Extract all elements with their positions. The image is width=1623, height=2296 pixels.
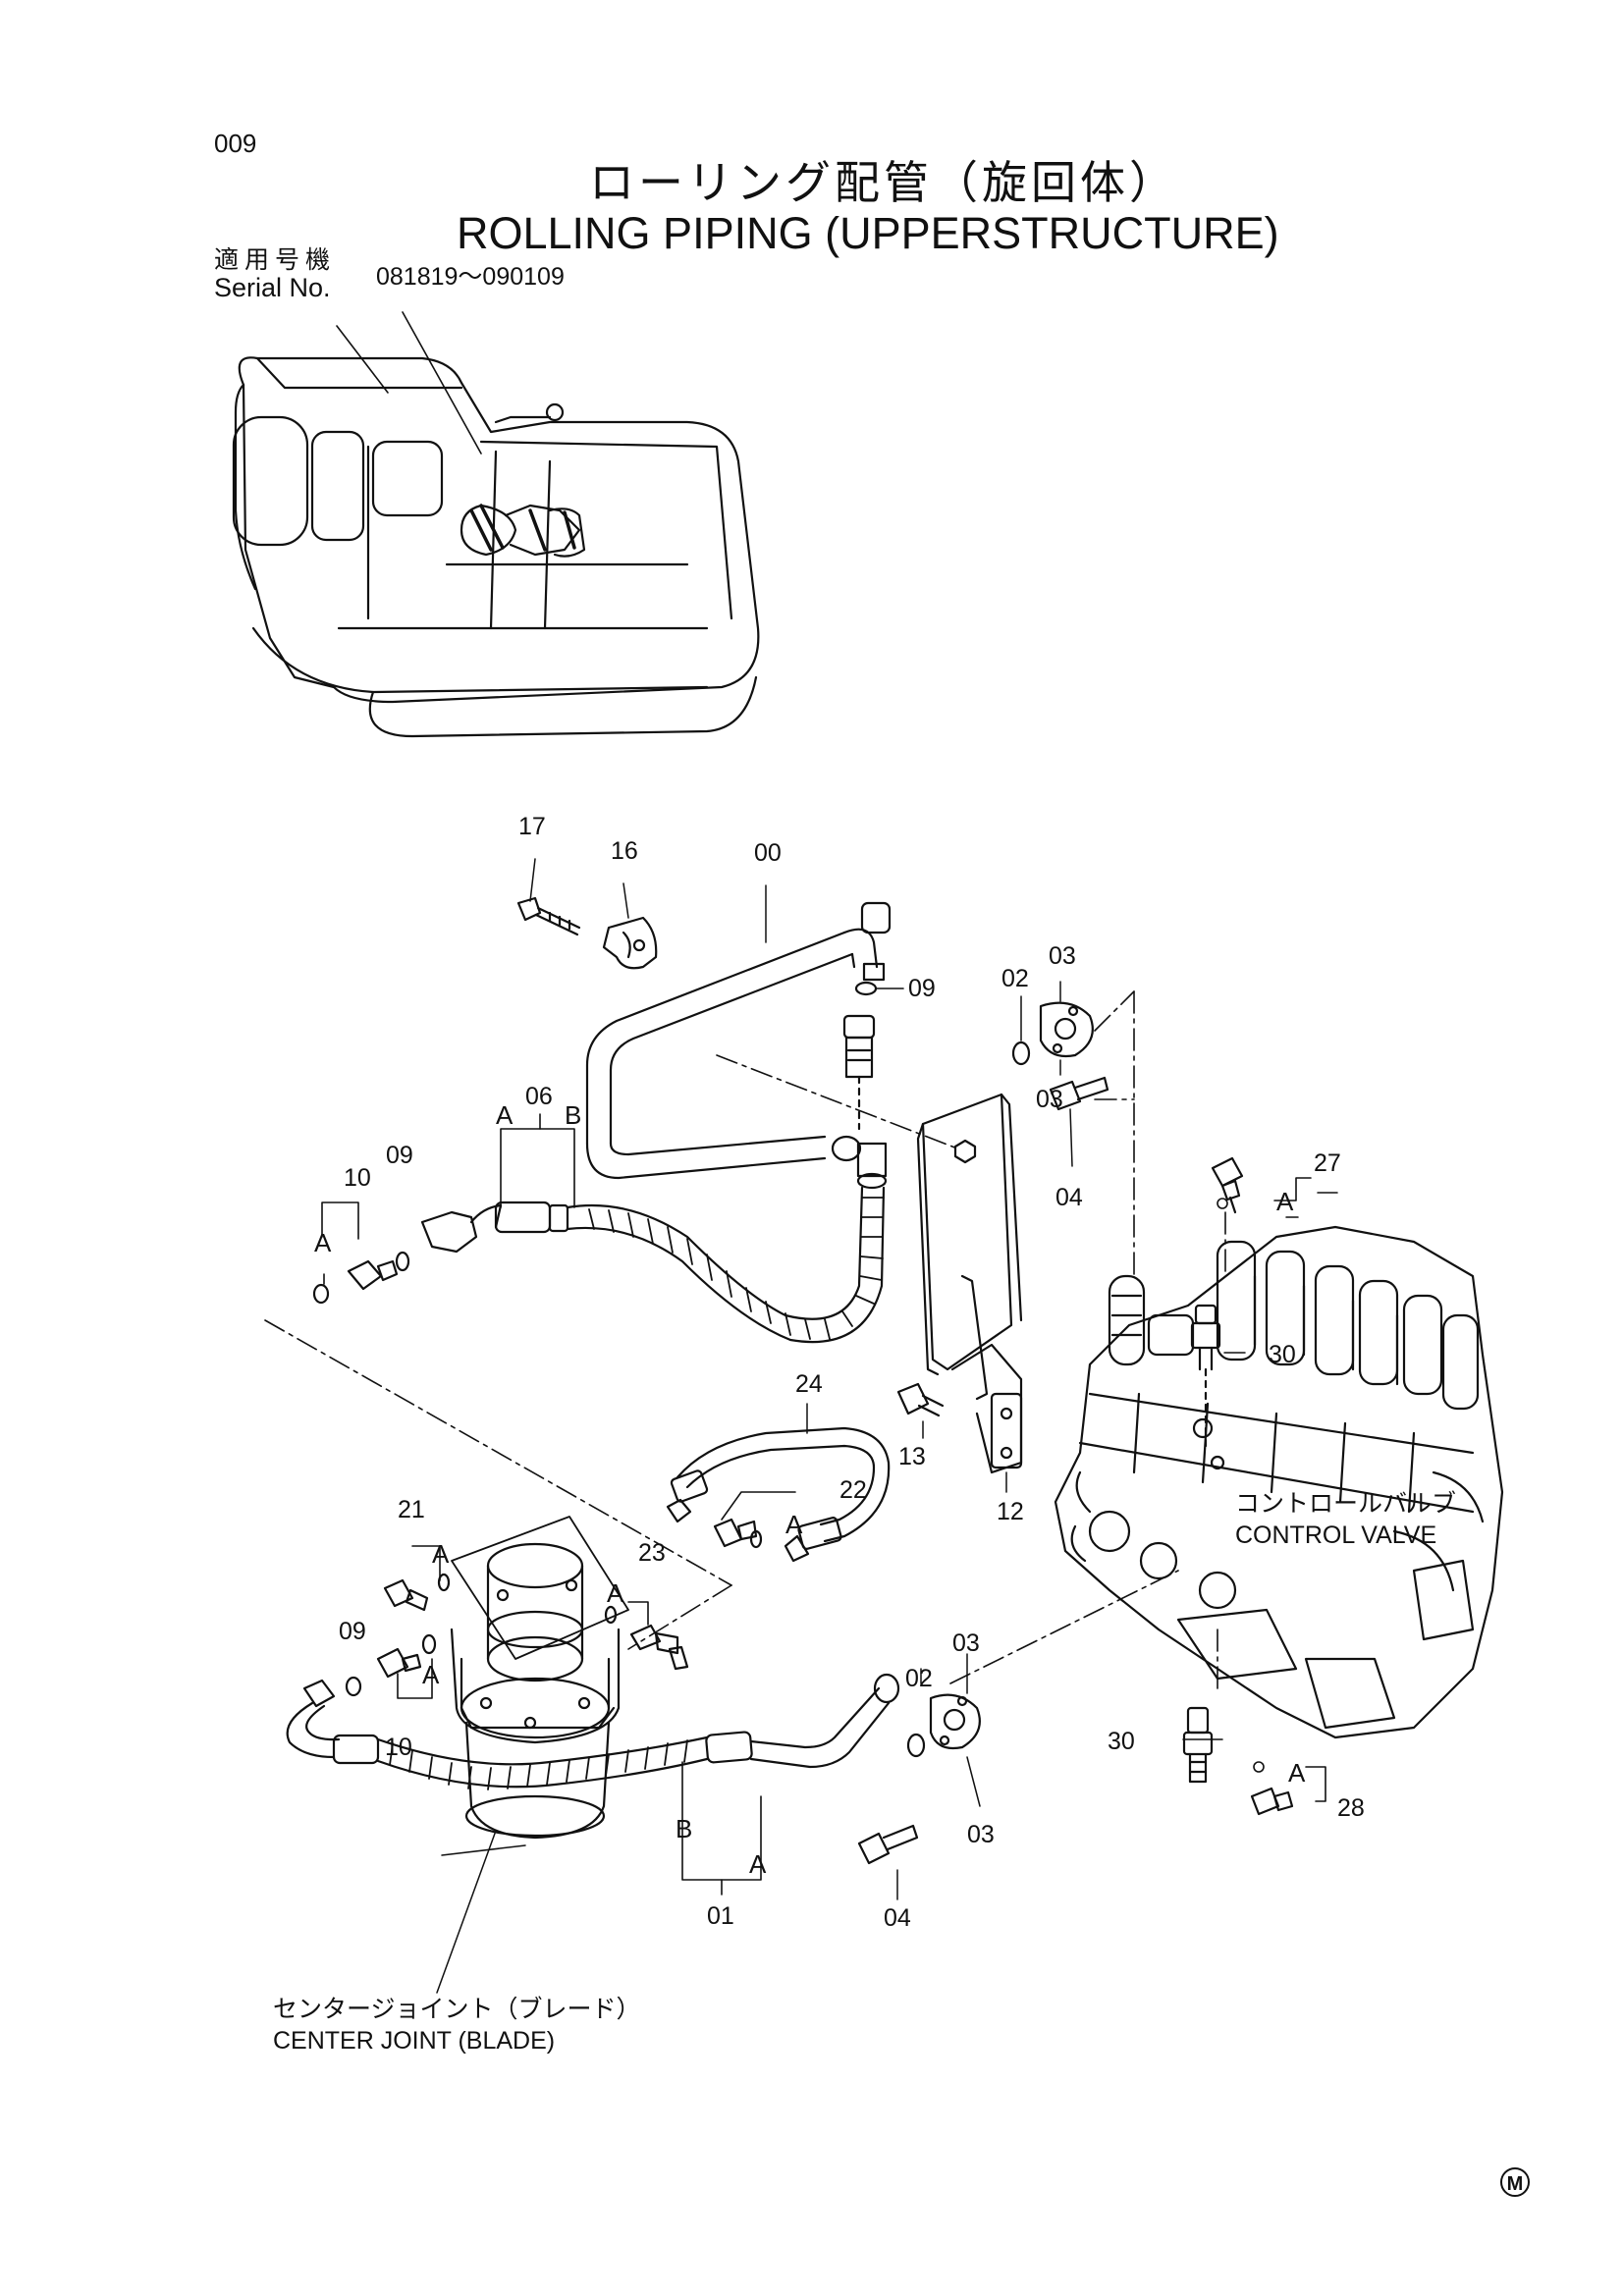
control-valve-label: CONTROL VALVE xyxy=(1235,1522,1436,1549)
adapter-22 xyxy=(713,1518,763,1549)
fitting-28 xyxy=(1250,1787,1294,1816)
elbow-21 xyxy=(383,1573,451,1612)
callout-03: 03 xyxy=(967,1821,995,1848)
callout-numbers: 17 16 00 09 02 03 03 04 06 10 09 27 30 2… xyxy=(339,813,1365,1932)
port-letter-b: B xyxy=(676,1814,692,1843)
callout-03: 03 xyxy=(1036,1086,1063,1113)
callout-23: 23 xyxy=(638,1539,666,1567)
callout-00: 00 xyxy=(754,839,782,867)
callout-27: 27 xyxy=(1314,1149,1341,1177)
serial-label-japanese: 適用号機 xyxy=(214,246,337,274)
adapter-10-lower xyxy=(345,1633,437,1697)
center-joint-label-jp: センタージョイント（ブレード） xyxy=(273,1996,641,2023)
port-letter-a: A xyxy=(785,1510,803,1539)
bolt-13 xyxy=(896,1382,945,1417)
fitting-vertical xyxy=(842,1014,876,1131)
bolt-17 xyxy=(516,896,581,936)
callout-12: 12 xyxy=(997,1498,1024,1525)
elbow-27 xyxy=(1211,1156,1244,1214)
flange-03-lower xyxy=(906,1693,981,1758)
callout-30: 30 xyxy=(1108,1728,1135,1755)
port-letters: A B A A A A A A B A A xyxy=(314,1100,1306,1879)
port-letter-a: A xyxy=(422,1660,440,1689)
port-letter-a: A xyxy=(607,1578,624,1608)
center-joint xyxy=(450,1516,629,1840)
callout-09: 09 xyxy=(908,975,936,1002)
callout-16: 16 xyxy=(611,837,638,865)
port-letter-a: A xyxy=(1288,1758,1306,1788)
hose-01 xyxy=(286,1673,900,1790)
callout-10: 10 xyxy=(385,1734,412,1761)
callout-22: 22 xyxy=(839,1476,867,1504)
adapter-10-upper xyxy=(312,1251,410,1305)
port-letter-a: A xyxy=(314,1228,332,1257)
callout-04: 04 xyxy=(1055,1184,1083,1211)
sensor-30-upper xyxy=(1190,1304,1221,1450)
callout-leaders xyxy=(436,858,1338,1994)
callout-03: 03 xyxy=(952,1629,980,1657)
page-title: ROLLING PIPING (UPPERSTRUCTURE) xyxy=(457,208,1279,258)
callout-04: 04 xyxy=(884,1904,911,1932)
leader-lines xyxy=(264,990,1226,1694)
pipe-00 xyxy=(585,901,892,1180)
corner-mark-letter: M xyxy=(1507,2173,1524,2195)
page-number: 009 xyxy=(214,129,257,158)
callout-13: 13 xyxy=(898,1443,926,1470)
bolt-04-upper xyxy=(1049,1076,1109,1111)
hose-06 xyxy=(420,1142,888,1344)
serial-label: Serial No. xyxy=(214,273,331,302)
port-brackets xyxy=(321,1113,1326,1896)
port-letter-a: A xyxy=(749,1849,767,1879)
hose-24 xyxy=(666,1426,891,1563)
center-joint-label: CENTER JOINT (BLADE) xyxy=(273,2027,555,2055)
bracket-12 xyxy=(916,1093,1023,1474)
callout-21: 21 xyxy=(398,1496,425,1523)
port-letter-a: A xyxy=(432,1539,450,1569)
callout-06: 06 xyxy=(525,1083,553,1110)
callout-02: 02 xyxy=(905,1665,933,1692)
serial-range: 081819～090109 xyxy=(376,263,565,291)
bolt-04-lower xyxy=(857,1824,919,1865)
component-labels: コントロールバルブ CONTROL VALVE センタージョイント（ブレード） … xyxy=(273,1490,1456,2055)
callout-10: 10 xyxy=(344,1164,371,1192)
control-valve xyxy=(1054,1225,1504,1739)
tee-23 xyxy=(604,1605,689,1671)
callout-02: 02 xyxy=(1001,965,1029,992)
excavator-overview-illustration xyxy=(232,311,760,738)
control-valve-label-jp: コントロールバルブ xyxy=(1235,1490,1456,1518)
clamp-16 xyxy=(602,916,658,970)
callout-03: 03 xyxy=(1049,942,1076,970)
sensor-30-lower xyxy=(1182,1706,1214,1784)
port-letter-b: B xyxy=(565,1100,581,1130)
oring-09-upper xyxy=(854,981,878,996)
callout-01: 01 xyxy=(707,1902,734,1930)
corner-mark: M xyxy=(1500,2167,1530,2197)
callout-28: 28 xyxy=(1337,1794,1365,1822)
port-letter-a: A xyxy=(496,1100,514,1130)
port-letter-a: A xyxy=(1276,1187,1294,1216)
callout-09: 09 xyxy=(339,1618,366,1645)
page-title-japanese: ローリング配管（旋回体） xyxy=(589,157,1178,208)
callout-24: 24 xyxy=(795,1370,823,1398)
callout-17: 17 xyxy=(518,813,546,840)
flange-03-upper xyxy=(1011,1001,1094,1066)
callout-30: 30 xyxy=(1269,1341,1296,1368)
callout-09: 09 xyxy=(386,1142,413,1169)
